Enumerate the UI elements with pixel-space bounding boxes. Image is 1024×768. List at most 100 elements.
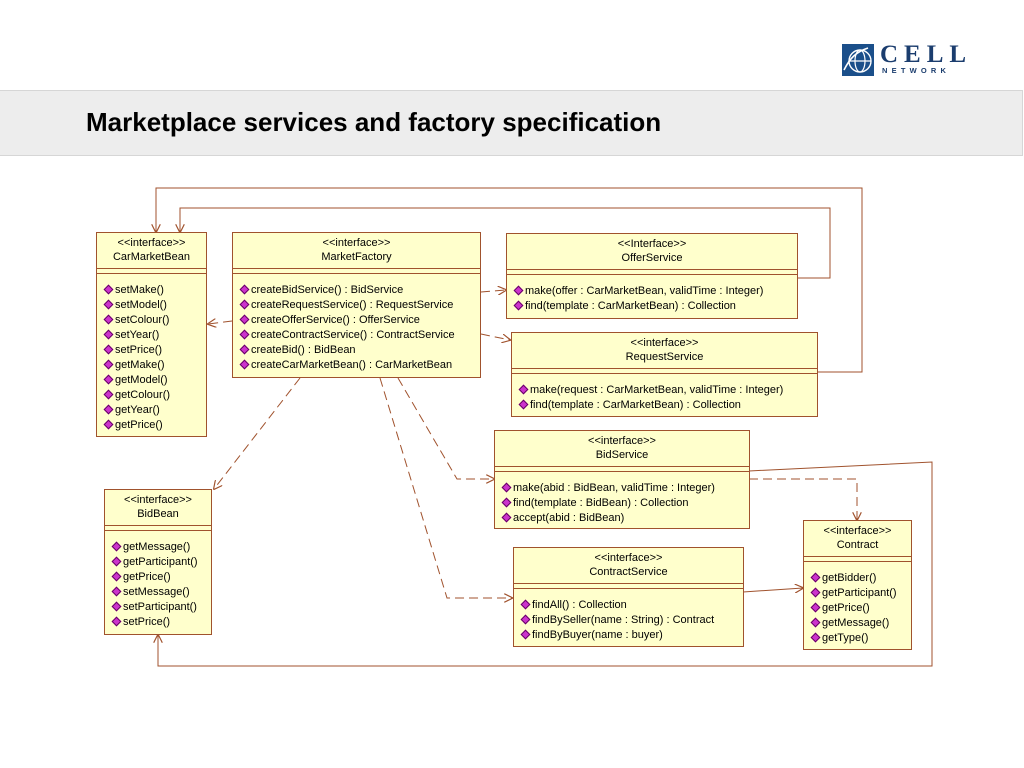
method-icon xyxy=(810,617,821,628)
operation-item: getPrice() xyxy=(111,570,207,585)
class-requestservice[interactable]: <<interface>> RequestService make(reques… xyxy=(511,332,818,417)
attribute-compartment xyxy=(804,557,911,562)
method-icon xyxy=(501,497,512,508)
operation-item: setMessage() xyxy=(111,585,207,600)
method-icon xyxy=(520,629,531,640)
stereotype-label: <<interface>> xyxy=(322,237,391,249)
attribute-compartment xyxy=(495,467,749,472)
stereotype-label: <<interface>> xyxy=(630,337,699,349)
offer-to-carmarketbean-link xyxy=(180,207,831,279)
method-icon xyxy=(111,601,122,612)
class-name: CarMarketBean xyxy=(112,251,191,263)
attribute-compartment xyxy=(507,270,797,275)
class-bidbean[interactable]: <<interface>> BidBean getMessage() getPa… xyxy=(104,489,212,635)
operation-item: make(abid : BidBean, validTime : Integer… xyxy=(501,481,745,496)
operation-list: setMake() setModel() setColour() setYear… xyxy=(97,274,206,435)
attribute-compartment xyxy=(514,584,743,589)
attribute-compartment xyxy=(512,369,817,374)
operation-item: setColour() xyxy=(103,313,202,328)
attribute-compartment xyxy=(233,269,480,274)
class-header: <<Interface>> OfferService xyxy=(507,234,797,270)
class-header: <<interface>> BidService xyxy=(495,431,749,467)
class-header: <<interface>> Contract xyxy=(804,521,911,557)
class-header: <<interface>> ContractService xyxy=(514,548,743,584)
method-icon xyxy=(111,541,122,552)
operation-item: createBid() : BidBean xyxy=(239,343,476,358)
operation-item: getType() xyxy=(810,631,907,646)
operation-item: accept(abid : BidBean) xyxy=(501,511,745,526)
operation-item: getColour() xyxy=(103,388,202,403)
operation-list: getMessage() getParticipant() getPrice()… xyxy=(105,531,211,632)
attribute-compartment xyxy=(97,269,206,274)
method-icon xyxy=(103,359,114,370)
globe-icon xyxy=(842,44,874,76)
operation-item: createRequestService() : RequestService xyxy=(239,298,476,313)
operation-item: setPrice() xyxy=(111,615,207,630)
title-band: Marketplace services and factory specifi… xyxy=(0,90,1023,156)
stereotype-label: <<interface>> xyxy=(588,435,656,447)
page-title: Marketplace services and factory specifi… xyxy=(86,107,662,137)
operation-item: setModel() xyxy=(103,298,202,313)
bidservice-to-contract-dep xyxy=(749,478,857,520)
class-carmarketbean[interactable]: <<interface>> CarMarketBean setMake() se… xyxy=(96,232,207,437)
operation-list: make(offer : CarMarketBean, validTime : … xyxy=(507,275,797,316)
operation-item: find(template : BidBean) : Collection xyxy=(501,496,745,511)
factory-to-carmarketbean-dep xyxy=(208,321,233,324)
class-contract[interactable]: <<interface>> Contract getBidder() getPa… xyxy=(803,520,912,650)
method-icon xyxy=(111,586,122,597)
stereotype-label: <<interface>> xyxy=(594,552,663,564)
method-icon xyxy=(103,344,114,355)
factory-to-offerservice-dep xyxy=(480,290,506,292)
method-icon xyxy=(513,300,524,311)
operation-item: make(request : CarMarketBean, validTime … xyxy=(518,383,813,398)
class-name: BidBean xyxy=(137,508,179,520)
method-icon xyxy=(239,299,250,310)
class-name: BidService xyxy=(595,449,649,461)
operation-item: createContractService() : ContractServic… xyxy=(239,328,476,343)
method-icon xyxy=(103,329,114,340)
class-header: <<interface>> MarketFactory xyxy=(233,233,480,269)
class-bidservice[interactable]: <<interface>> BidService make(abid : Bid… xyxy=(494,430,750,529)
method-icon xyxy=(239,359,250,370)
bidservice-to-bidbean-link xyxy=(158,461,933,667)
cell-network-logo: CELL NETWORK xyxy=(842,41,973,78)
logo-subtitle: NETWORK xyxy=(882,66,951,75)
method-icon xyxy=(518,384,529,395)
class-contractservice[interactable]: <<interface>> ContractService findAll() … xyxy=(513,547,744,647)
method-icon xyxy=(810,587,821,598)
method-icon xyxy=(810,632,821,643)
method-icon xyxy=(513,285,524,296)
class-header: <<interface>> RequestService xyxy=(512,333,817,369)
operation-item: getBidder() xyxy=(810,571,907,586)
class-marketfactory[interactable]: <<interface>> MarketFactory createBidSer… xyxy=(232,232,481,378)
class-name: Contract xyxy=(836,539,879,551)
operation-item: getParticipant() xyxy=(111,555,207,570)
request-to-carmarketbean-link xyxy=(156,187,863,373)
method-icon xyxy=(810,602,821,613)
contractservice-to-contract-link xyxy=(742,588,803,592)
method-icon xyxy=(239,344,250,355)
method-icon xyxy=(103,284,114,295)
method-icon xyxy=(518,399,529,410)
operation-list: make(abid : BidBean, validTime : Integer… xyxy=(495,472,749,528)
operation-item: getMake() xyxy=(103,358,202,373)
operation-list: make(request : CarMarketBean, validTime … xyxy=(512,374,817,415)
logo-word: CELL xyxy=(880,41,973,68)
method-icon xyxy=(520,599,531,610)
operation-item: setYear() xyxy=(103,328,202,343)
method-icon xyxy=(239,329,250,340)
operation-item: setParticipant() xyxy=(111,600,207,615)
operation-item: findBySeller(name : String) : Contract xyxy=(520,613,739,628)
class-offerservice[interactable]: <<Interface>> OfferService make(offer : … xyxy=(506,233,798,319)
method-icon xyxy=(239,314,250,325)
operation-item: getPrice() xyxy=(103,418,202,433)
operation-item: getMessage() xyxy=(810,616,907,631)
method-icon xyxy=(239,284,250,295)
method-icon xyxy=(103,314,114,325)
operation-item: createBidService() : BidService xyxy=(239,283,476,298)
class-name: RequestService xyxy=(625,351,704,363)
stereotype-label: <<interface>> xyxy=(117,237,186,249)
class-name: OfferService xyxy=(621,252,683,264)
method-icon xyxy=(501,512,512,523)
